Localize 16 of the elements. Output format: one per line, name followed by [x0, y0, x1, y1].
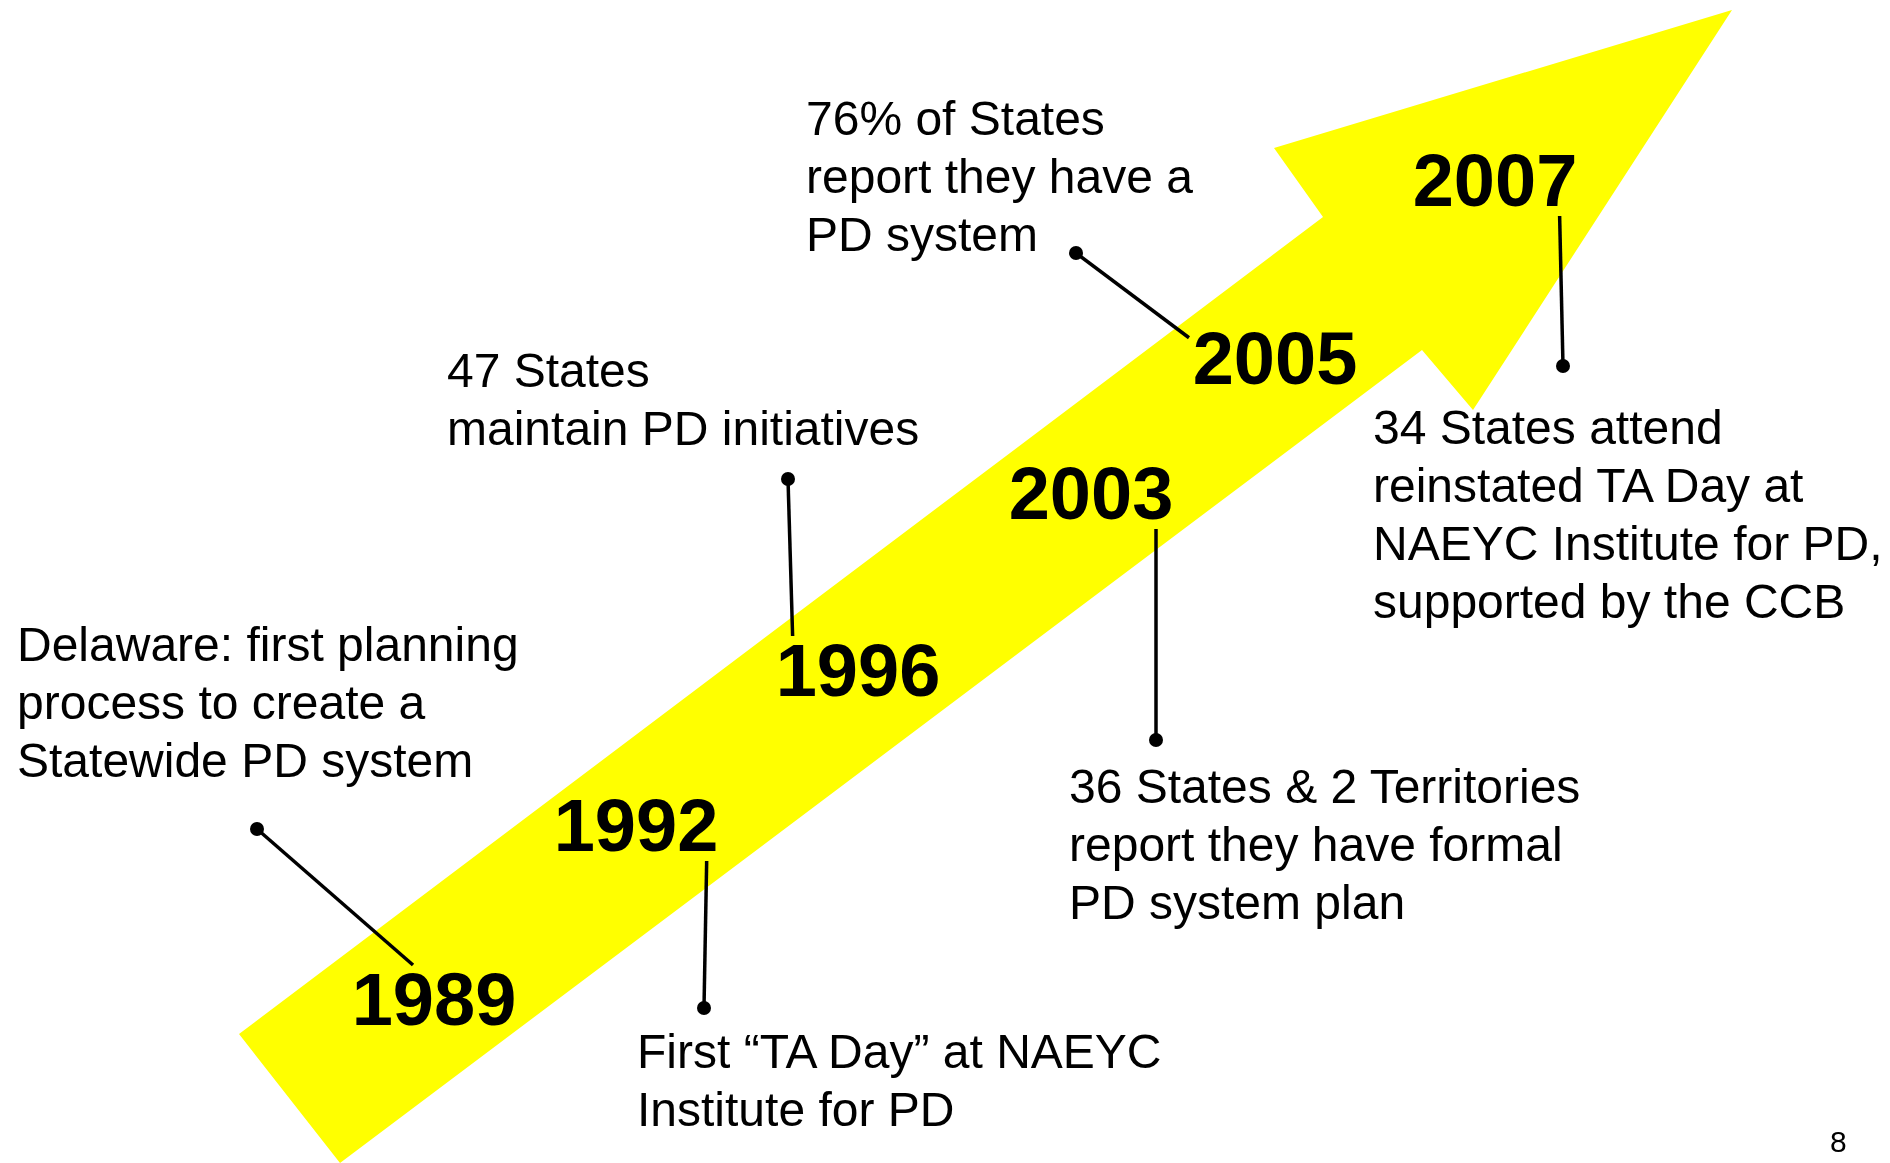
- milestone-text: Delaware: first planning process to create a Statewide PD system: [17, 616, 532, 790]
- year-label: 2005: [1189, 324, 1361, 394]
- leader-line: [250, 822, 415, 967]
- page-number: 8: [1830, 1125, 1847, 1159]
- milestone-text: 47 States maintain PD initiatives: [447, 342, 967, 458]
- milestone-text: First “TA Day” at NAEYC Institute for PD: [637, 1023, 1182, 1139]
- year-label: 2003: [1005, 459, 1177, 529]
- year-label: 1996: [772, 636, 944, 706]
- year-label: 1992: [550, 791, 722, 861]
- year-label: 1989: [348, 965, 520, 1035]
- milestone-text: 76% of States report they have a PD system: [806, 90, 1201, 264]
- timeline-arrow: [239, 10, 1732, 1163]
- milestone-text: 34 States attend reinstated TA Day at NAEYC Institute for PD, supported by the CCB: [1373, 399, 1888, 631]
- year-label: 2007: [1409, 146, 1581, 216]
- milestone-text: 36 States & 2 Territories report they have formal PD system plan: [1069, 758, 1599, 932]
- leader-line: [1556, 215, 1570, 373]
